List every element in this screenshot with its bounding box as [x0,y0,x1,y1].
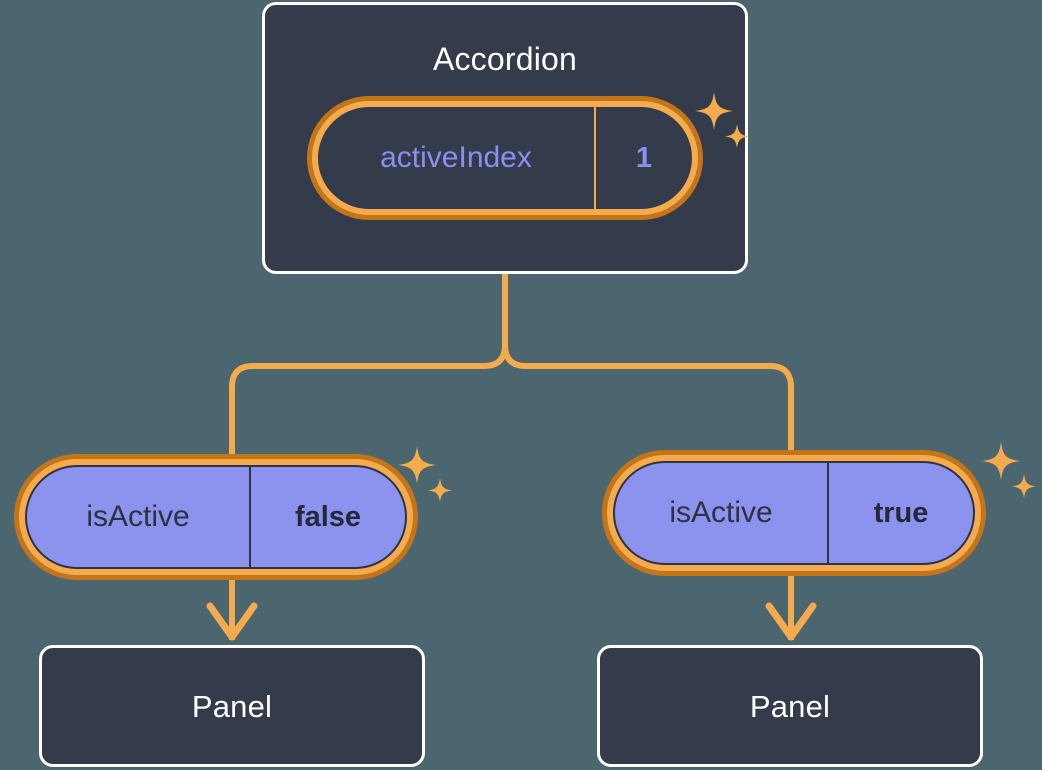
sparkle-icon-small [1012,474,1036,498]
sparkle-icon-small [428,478,452,502]
state-value-label: false [249,467,405,567]
pill-body: activeIndex 1 [318,107,692,209]
state-pill-is-active-true[interactable]: isActive true [602,450,986,576]
state-pill-active-index[interactable]: activeIndex 1 [307,96,703,220]
state-key-label: isActive [86,500,190,533]
pill-inner-ring: activeIndex 1 [312,101,698,215]
arrow-down-icon-right [765,602,817,641]
node-panel-left[interactable]: Panel [39,645,425,767]
sparkle-icon-right [980,438,1040,508]
panel-title: Panel [191,689,273,724]
node-panel-right[interactable]: Panel [597,645,983,767]
state-key-label: isActive [669,496,773,529]
arrow-down-icon-left [206,602,258,641]
state-key-label: activeIndex [380,141,532,174]
wire-root-to-branches [229,271,508,463]
state-value-label: true [827,463,973,563]
wire-root-to-branch-right [502,271,794,459]
pill-body: isActive false [25,465,407,569]
page-title: Accordion [432,41,578,77]
pill-body: isActive true [613,461,975,565]
sparkle-icon-large [982,442,1020,480]
state-value-label: 1 [594,107,692,209]
state-pill-is-active-false[interactable]: isActive false [14,454,418,580]
pill-inner-ring: isActive true [607,455,981,571]
pill-inner-ring: isActive false [19,459,413,575]
panel-title: Panel [749,689,831,724]
